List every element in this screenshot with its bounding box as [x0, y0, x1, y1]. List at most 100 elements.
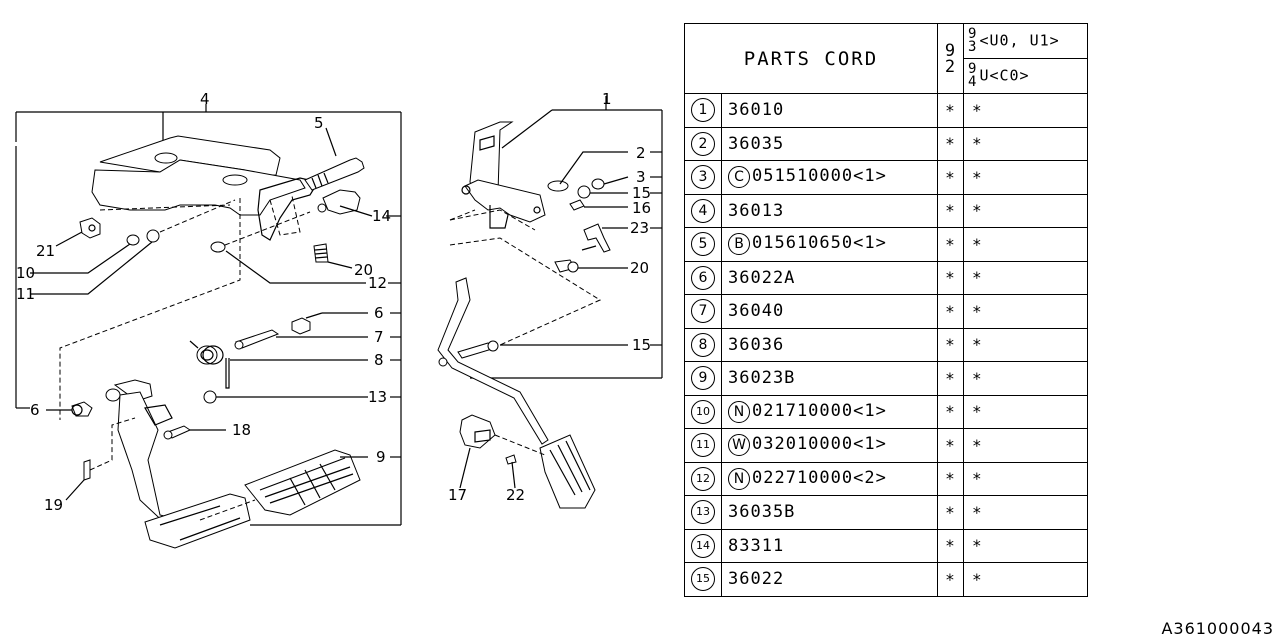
part-prefix-circle: B: [728, 233, 750, 256]
col-b-mark: *: [963, 260, 1088, 295]
clip-part-19: [83, 459, 91, 481]
callout-13: 13: [368, 388, 387, 406]
row-index-cell: 1: [684, 93, 722, 128]
row-index-cell: 9: [684, 361, 722, 396]
col-b-mark: *: [963, 528, 1088, 563]
part-code: 015610650<1>: [752, 233, 887, 254]
pedal-pad-part-9: [244, 449, 361, 516]
row-index-circle: 3: [691, 165, 715, 190]
callout-19: 19: [44, 496, 63, 514]
row-index-circle: 4: [691, 198, 715, 223]
col-b-mark: *: [963, 327, 1088, 362]
leaders-right: [500, 151, 662, 346]
callout-22: 22: [506, 486, 525, 504]
callout-3: 3: [636, 168, 646, 186]
row-index-circle: 7: [691, 299, 715, 324]
clip-part-22: [505, 454, 517, 465]
row-index-circle: 13: [691, 500, 715, 525]
model-code-top: <U0, U1>: [979, 31, 1060, 50]
pedal-bracket-part: [91, 135, 319, 241]
pedal-stop-part-17: [459, 414, 496, 449]
accelerator-pad: [539, 434, 596, 509]
callout-15-bottom: 15: [632, 336, 651, 354]
col-b-mark: *: [963, 294, 1088, 329]
col-b-mark: *: [963, 428, 1088, 463]
nut-part-21: [79, 217, 101, 239]
col-a-header: 9 2: [937, 23, 964, 94]
accelerator-pedal-arm: [437, 277, 549, 445]
callout-9: 9: [376, 448, 386, 466]
nut-part-3: [591, 178, 605, 190]
stopper-part-2: [547, 180, 569, 192]
callout-20-left: 20: [354, 261, 373, 279]
col-a-mark: *: [937, 160, 964, 195]
part-code: 021710000<1>: [752, 400, 887, 421]
row-index-circle: 9: [691, 366, 715, 391]
bolt-part-5: [304, 157, 365, 191]
part-code-cell: 36036: [721, 327, 938, 362]
washer-part-10: [126, 234, 140, 246]
leaders-left-top: [30, 127, 401, 295]
screw-part-20-right: [554, 259, 579, 273]
row-index-cell: 7: [684, 294, 722, 329]
col-b-mark: *: [963, 461, 1088, 496]
row-index-circle: 5: [691, 232, 715, 257]
col-b-mark: *: [963, 361, 1088, 396]
part-code: 36013: [728, 200, 785, 221]
row-index-cell: 12: [684, 461, 722, 496]
col-b-mark: *: [963, 495, 1088, 530]
row-index-cell: 5: [684, 227, 722, 262]
callout-18: 18: [232, 421, 251, 439]
col-a-mark: *: [937, 361, 964, 396]
col-b-mark: *: [963, 394, 1088, 429]
row-index-circle: 12: [691, 466, 715, 491]
bolt-part-18: [163, 425, 192, 440]
left-assembly-frame: [15, 104, 402, 525]
row-index-circle: 15: [691, 567, 715, 592]
row-index-circle: 14: [691, 533, 715, 558]
callout-17: 17: [448, 486, 467, 504]
part-code-cell: 36013: [721, 193, 938, 228]
callout-8: 8: [374, 351, 384, 369]
part-code-cell: 36040: [721, 294, 938, 329]
col-a-mark: *: [937, 93, 964, 128]
callout-5: 5: [314, 114, 324, 132]
pedal-assembly-diagram: 4 5 14 21 10 11 20 12 6 7 8 6 13 18 9 19: [15, 90, 663, 549]
col-a-digit-1: 9: [944, 40, 957, 61]
part-code-cell: 36035: [721, 126, 938, 161]
row-index-circle: 8: [691, 332, 715, 357]
col-a-mark: *: [937, 260, 964, 295]
part-code: 36036: [728, 334, 785, 355]
bushing-part-15-top: [577, 185, 591, 199]
callout-15-top: 15: [632, 184, 651, 202]
part-code-cell: 83311: [721, 528, 938, 563]
callout-2: 2: [636, 144, 646, 162]
row-index-cell: 13: [684, 495, 722, 530]
row-index-cell: 2: [684, 126, 722, 161]
callout-1: 1: [602, 90, 612, 108]
callout-11: 11: [16, 285, 35, 303]
col-b-mark: *: [963, 126, 1088, 161]
part-code-cell: 36022A: [721, 260, 938, 295]
part-code-cell: 36023B: [721, 361, 938, 396]
row-index-cell: 15: [684, 562, 722, 597]
right-assembly-frame: [470, 96, 663, 379]
part-code: 36035B: [728, 502, 796, 523]
col-a-mark: *: [937, 495, 964, 530]
col-a-mark: *: [937, 428, 964, 463]
